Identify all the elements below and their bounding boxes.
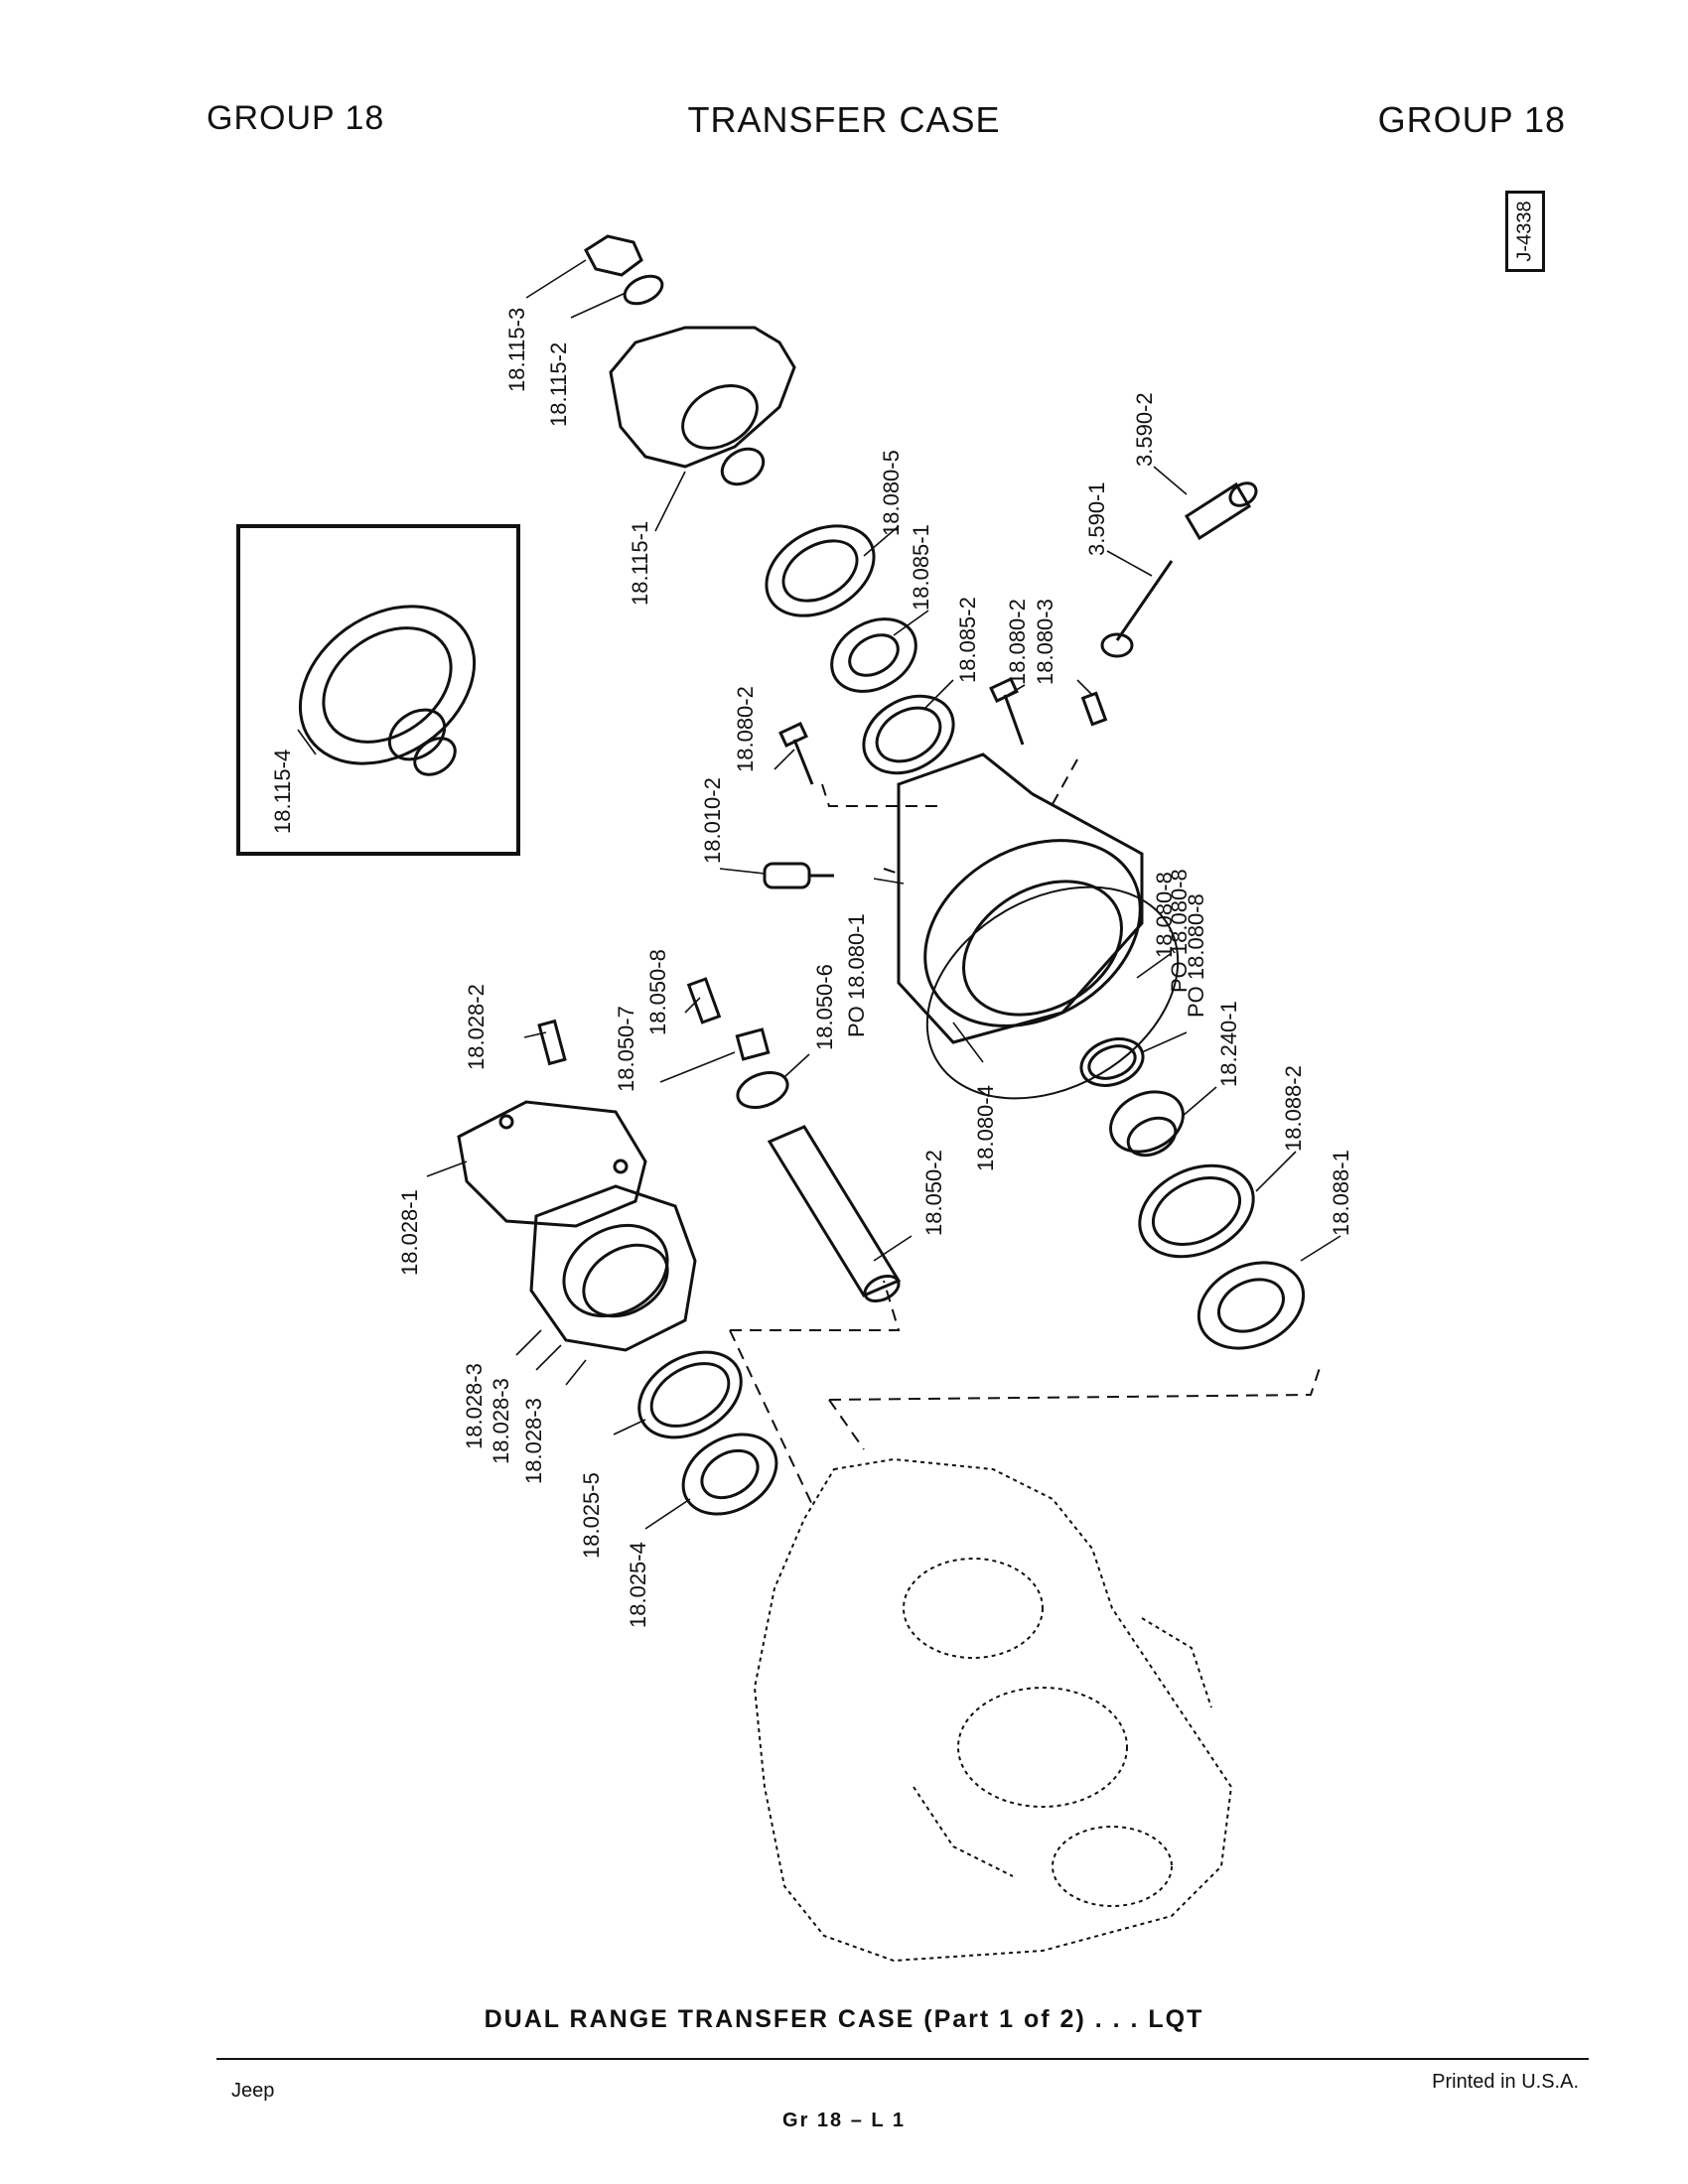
interlock-plate	[735, 1027, 771, 1061]
label-po-18-080-8-b: PO 18.080-8	[1184, 893, 1208, 1018]
footer-rule	[216, 2058, 1589, 2060]
label-18-025-4: 18.025-4	[626, 1542, 650, 1628]
yoke-nut	[584, 234, 643, 277]
label-18-050-7: 18.050-7	[614, 1006, 638, 1092]
plug-18-010-2	[763, 862, 834, 889]
dowel-18-080-3	[1080, 691, 1108, 727]
front-bearing-cup	[637, 1350, 743, 1439]
shim-gaskets	[529, 1184, 697, 1352]
label-18-080-5: 18.080-5	[879, 450, 904, 536]
retainer-gasket	[925, 886, 1180, 1100]
label-18-080-3: 18.080-3	[1033, 599, 1057, 685]
bolt-18-080-2-a	[1003, 694, 1025, 746]
label-18-085-2: 18.085-2	[955, 597, 980, 683]
transfer-case-housing-outline	[753, 1457, 1233, 1963]
o-ring-18-050-6	[736, 1071, 789, 1109]
label-18-050-6: 18.050-6	[812, 964, 837, 1050]
speedometer-gear	[1100, 560, 1174, 658]
label-18-028-3-b: 18.028-3	[489, 1378, 513, 1464]
label-18-240-1: 18.240-1	[1216, 1001, 1241, 1087]
label-3-590-1: 3.590-1	[1084, 481, 1109, 556]
bolt-18-028-2	[537, 1019, 567, 1066]
label-18-050-2: 18.050-2	[921, 1150, 946, 1236]
label-18-028-2: 18.028-2	[464, 984, 489, 1070]
group-header-right: GROUP 18	[1377, 99, 1566, 140]
label-18-025-5: 18.025-5	[579, 1472, 604, 1559]
rear-bearing-cone	[1196, 1261, 1306, 1350]
label-po-18-080-1: PO 18.080-1	[844, 913, 869, 1037]
label-18-115-3: 18.115-3	[504, 308, 529, 392]
bearing-retainer-housing	[897, 752, 1144, 1044]
label-18-028-1: 18.028-1	[397, 1189, 422, 1276]
poppet-bolt	[686, 977, 722, 1024]
label-18-085-1: 18.085-1	[909, 524, 933, 611]
footer-brand: Jeep	[231, 2080, 275, 2102]
label-18-080-4: 18.080-4	[973, 1085, 998, 1171]
label-18-115-2: 18.115-2	[546, 342, 571, 427]
label-18-088-1: 18.088-1	[1329, 1150, 1353, 1236]
figure-code-box: J-4338	[1505, 191, 1545, 272]
label-18-080-8: 18.080-8	[1152, 872, 1177, 958]
label-18-050-8: 18.050-8	[645, 949, 670, 1035]
bolt-18-080-2-b	[792, 739, 814, 785]
page-title: TRANSFER CASE	[687, 99, 1001, 140]
oil-ring	[1079, 1037, 1145, 1087]
label-18-080-2-b: 18.080-2	[733, 686, 758, 772]
bearing-cone	[830, 617, 917, 693]
inset-box	[236, 524, 520, 856]
idler-shaft	[767, 1125, 902, 1303]
label-po-18-080-8-a: PO 18.080-8	[1167, 869, 1192, 993]
figure-caption: DUAL RANGE TRANSFER CASE (Part 1 of 2) .…	[484, 2005, 1204, 2033]
label-18-088-2: 18.088-2	[1281, 1065, 1306, 1152]
footer-printed: Printed in U.S.A.	[1432, 2071, 1579, 2093]
label-18-115-4: 18.115-4	[270, 750, 295, 834]
footer-page-number: Gr 18 – L 1	[782, 2110, 906, 2131]
front-bearing-cone	[681, 1433, 778, 1516]
yoke-washer	[623, 274, 664, 306]
label-18-028-3-a: 18.028-3	[462, 1363, 487, 1449]
oil-seal	[765, 524, 876, 617]
label-18-115-1: 18.115-1	[628, 521, 652, 606]
worm-gear	[1109, 1090, 1185, 1154]
bearing-cap	[457, 1100, 647, 1228]
group-header-left: GROUP 18	[207, 99, 385, 137]
bearing-cup	[862, 694, 955, 775]
label-3-590-2: 3.590-2	[1132, 392, 1157, 467]
speedometer-sleeve	[1184, 481, 1258, 541]
rear-bearing-cup	[1138, 1163, 1255, 1259]
output-yoke	[609, 326, 796, 486]
label-18-028-3-c: 18.028-3	[521, 1398, 546, 1484]
label-18-010-2: 18.010-2	[700, 777, 725, 864]
label-18-080-2-a: 18.080-2	[1005, 599, 1030, 685]
companion-flange-inset	[298, 605, 477, 776]
